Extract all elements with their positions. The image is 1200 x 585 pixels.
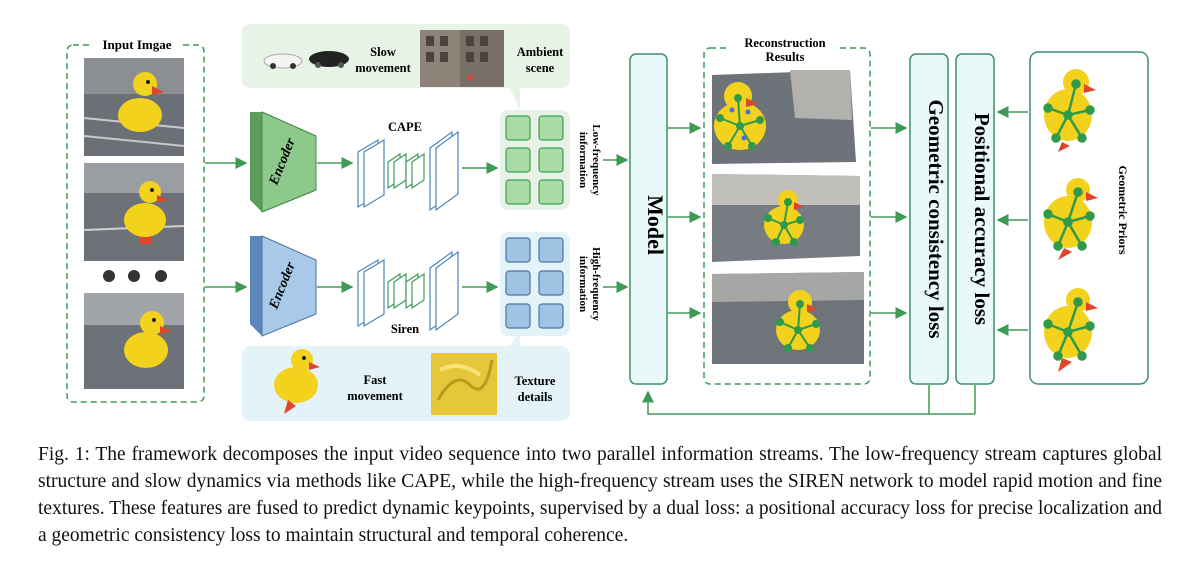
car-icons [263,51,349,69]
reconstruction-frame-1 [712,70,856,164]
framework-diagram: Input Imgae [66,24,1149,421]
geometric-priors-panel: Geometric Priors [1029,51,1149,385]
encoder-top: Encoder [250,111,317,213]
high-frequency-feature-grid: High-frequencyinformation [500,232,602,336]
input-image-panel: Input Imgae [66,36,205,403]
prior-duck-1 [1043,69,1096,152]
cape-label: CAPE [388,120,422,134]
positional-accuracy-loss-label: Positional accuracy loss [970,113,994,325]
low-frequency-feature-grid: Low-frequencyinformation [500,110,602,210]
texture-thumbnail [431,353,497,415]
reconstruction-frame-3 [712,272,864,364]
model-block: Model [629,53,668,385]
input-frame-1 [83,58,185,156]
encoder-bottom: Encoder [250,235,317,337]
reconstruction-frame-2 [712,174,860,262]
ellipsis-dots [103,270,167,282]
geometric-priors-label: Geometric Priors [1116,166,1130,255]
ambient-scene-thumbnail [420,30,504,87]
high-frequency-label: High-frequencyinformation [577,247,602,321]
input-frame-3 [84,293,184,389]
input-image-title: Input Imgae [103,37,172,52]
siren-label: Siren [391,322,419,336]
geometric-consistency-loss-label: Geometric consistency loss [924,99,948,338]
figure-caption: Fig. 1: The framework decomposes the inp… [38,444,1162,546]
siren-network: Siren [357,250,459,336]
geometric-consistency-loss-block: Geometric consistency loss [909,53,949,385]
cape-network: CAPE [357,120,459,212]
input-frame-2 [83,163,185,261]
prior-duck-3 [1043,288,1098,372]
model-label: Model [643,195,668,255]
low-frequency-label: Low-frequencyinformation [577,124,602,196]
positional-accuracy-loss-block: Positional accuracy loss [955,53,995,385]
prior-duck-2 [1043,178,1098,260]
fast-duck-icon [274,349,320,414]
